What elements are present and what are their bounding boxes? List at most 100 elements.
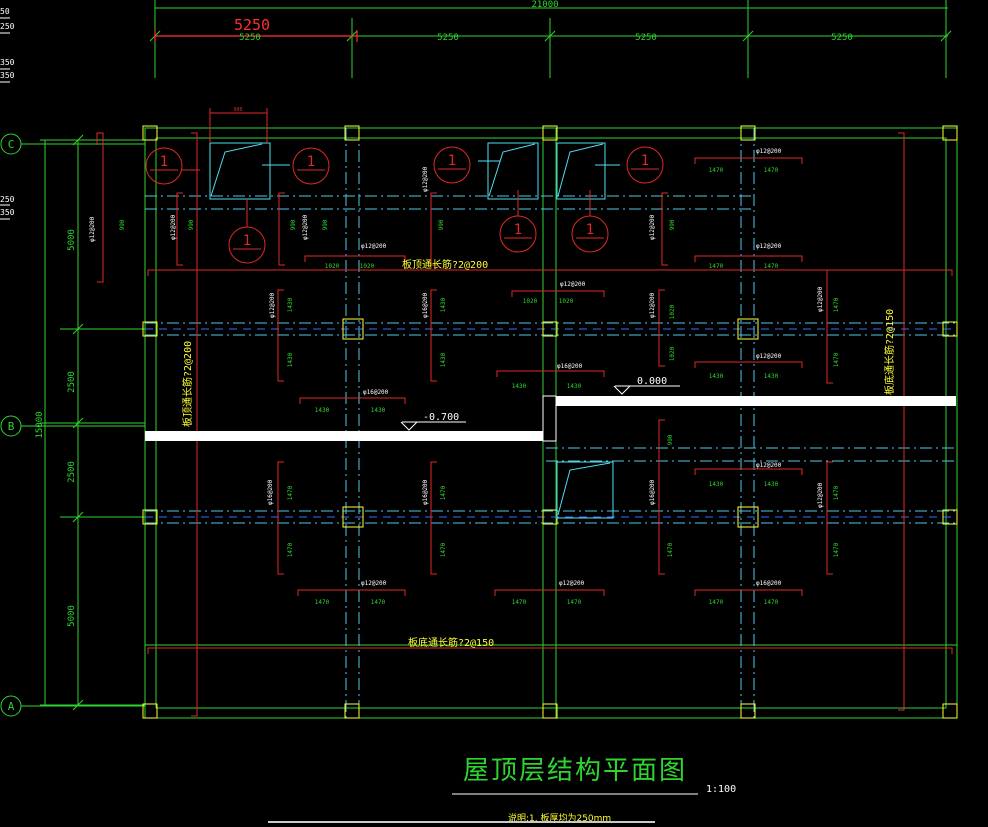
axis-bubble-b[interactable]: B — [0, 415, 145, 437]
length-label-v6: 990 — [119, 219, 126, 230]
opening-dimension — [209, 108, 268, 143]
length-label-h14: 1430 — [764, 373, 779, 380]
overall-width-label: 21000 — [531, 0, 558, 10]
length-label-h22: 1470 — [764, 599, 779, 606]
section-callout-5[interactable] — [499, 190, 537, 253]
length-label-v16: 1470 — [287, 542, 294, 557]
long-bar-note-bottom: 板底通长筋?2@150 — [408, 636, 494, 649]
rebar-label-6: φ16@200 — [363, 389, 389, 396]
length-label-h8: 1470 — [764, 167, 779, 174]
length-label-h10: 1430 — [567, 383, 582, 390]
rebar-label-7: φ12@200 — [756, 353, 782, 360]
length-label-h17: 1470 — [315, 599, 330, 606]
bay-dimension-1: 5250 — [239, 33, 261, 43]
length-label-h4: 1020 — [559, 298, 574, 305]
rebar-label-v6: φ12@200 — [269, 292, 276, 318]
rebar-label-3: φ12@200 — [756, 243, 782, 250]
openings — [209, 142, 620, 519]
rebar-label-v13: φ12@200 — [817, 482, 824, 508]
callout-number-5: 1 — [514, 222, 522, 238]
rebar-label-v9: φ12@200 — [817, 286, 824, 312]
length-label-v17: 1470 — [440, 485, 447, 500]
length-label-h18: 1470 — [371, 599, 386, 606]
rebar-label-4: φ12@200 — [756, 148, 782, 155]
drawing-scale: 1:100 — [706, 784, 736, 795]
rebar-label-v2: φ12@200 — [302, 214, 309, 240]
rebar-label-5: φ16@200 — [557, 363, 583, 370]
length-label-v3: 990 — [322, 219, 329, 230]
section-callout-6[interactable] — [571, 190, 609, 253]
axis-bubble-a[interactable]: A — [0, 695, 145, 717]
callout-number-2: 1 — [307, 154, 315, 170]
length-label-v20: 1470 — [667, 542, 674, 557]
section-callout-1[interactable] — [145, 147, 200, 185]
section-callout-4[interactable] — [433, 146, 471, 184]
length-label-v18: 1470 — [440, 542, 447, 557]
length-label-h5: 1470 — [709, 263, 724, 270]
long-bar-note-right: 板底通长筋?2@150 — [883, 309, 896, 395]
rebar-label-v3: φ12@200 — [422, 166, 429, 192]
left-cut-label-6: 350 — [0, 208, 15, 217]
section-callout-7[interactable] — [626, 146, 664, 184]
length-label-h2: 1020 — [360, 263, 375, 270]
elevation-marker-high — [613, 385, 680, 395]
rebar-label-2: φ12@200 — [560, 281, 586, 288]
left-cut-label-4: 350 — [0, 71, 15, 80]
svg-text:A: A — [8, 700, 15, 713]
row-dimension-3: 2500 — [67, 461, 77, 483]
rebar-label-v5: φ12@200 — [89, 216, 96, 242]
length-label-v2: 990 — [290, 219, 297, 230]
rebar-label-11: φ16@200 — [756, 580, 782, 587]
overall-height-label: 15000 — [35, 411, 45, 438]
left-cut-label-1: 50 — [0, 7, 10, 16]
section-callout-3[interactable] — [228, 200, 266, 264]
svg-text:C: C — [8, 138, 15, 151]
length-label-v4: 990 — [438, 219, 445, 230]
left-cut-label-2: 250 — [0, 22, 15, 31]
length-label-h16: 1430 — [764, 481, 779, 488]
section-callout-2[interactable] — [292, 147, 330, 185]
svg-text:B: B — [8, 420, 15, 433]
length-label-v10: 1430 — [440, 352, 447, 367]
bay-dimension-selected: 5250 — [234, 16, 270, 34]
selected-dimension[interactable] — [154, 30, 358, 42]
left-cut-label-5: 250 — [0, 195, 15, 204]
length-label-h13: 1430 — [709, 373, 724, 380]
elevation-low-label: -0.700 — [423, 412, 459, 423]
length-label-h3: 1020 — [523, 298, 538, 305]
bay-dimension-4: 5250 — [831, 33, 853, 43]
length-label-h9: 1430 — [512, 383, 527, 390]
length-label-v5: 990 — [669, 219, 676, 230]
rebar-label-v10: φ16@200 — [267, 479, 274, 505]
support-bars-vertical — [176, 192, 833, 575]
support-bars-horizontal — [297, 157, 803, 596]
long-bar-note-top: 板顶通长筋?2@200 — [402, 258, 488, 271]
row-dimension-1: 5000 — [67, 229, 77, 251]
length-label-h20: 1470 — [567, 599, 582, 606]
length-label-h1: 1020 — [325, 263, 340, 270]
length-label-v14: 1470 — [833, 352, 840, 367]
left-cut-label-3: 350 — [0, 58, 15, 67]
axis-bubble-c[interactable]: C — [0, 133, 145, 155]
length-label-v13: 1470 — [833, 297, 840, 312]
length-label-h19: 1470 — [512, 599, 527, 606]
slab-step — [145, 395, 956, 442]
length-label-v22: 1470 — [833, 542, 840, 557]
rebar-label-v12: φ16@200 — [649, 479, 656, 505]
rebar-label-v11: φ16@200 — [422, 479, 429, 505]
row-dimension-2: 2500 — [67, 371, 77, 393]
length-label-v8: 1430 — [287, 352, 294, 367]
callout-number-1: 1 — [160, 154, 168, 170]
row-dimension-4: 5000 — [67, 605, 77, 627]
callout-number-3: 1 — [243, 233, 251, 249]
length-label-h6: 1470 — [764, 263, 779, 270]
beam-centerlines — [145, 128, 957, 718]
length-label-v15: 1470 — [287, 485, 294, 500]
rebar-label-v7: φ16@200 — [422, 292, 429, 318]
callout-number-6: 1 — [586, 222, 594, 238]
length-label-v1: 990 — [188, 219, 195, 230]
callout-number-4: 1 — [448, 153, 456, 169]
bay-dimension-3: 5250 — [635, 33, 657, 43]
length-label-v9: 1430 — [440, 297, 447, 312]
